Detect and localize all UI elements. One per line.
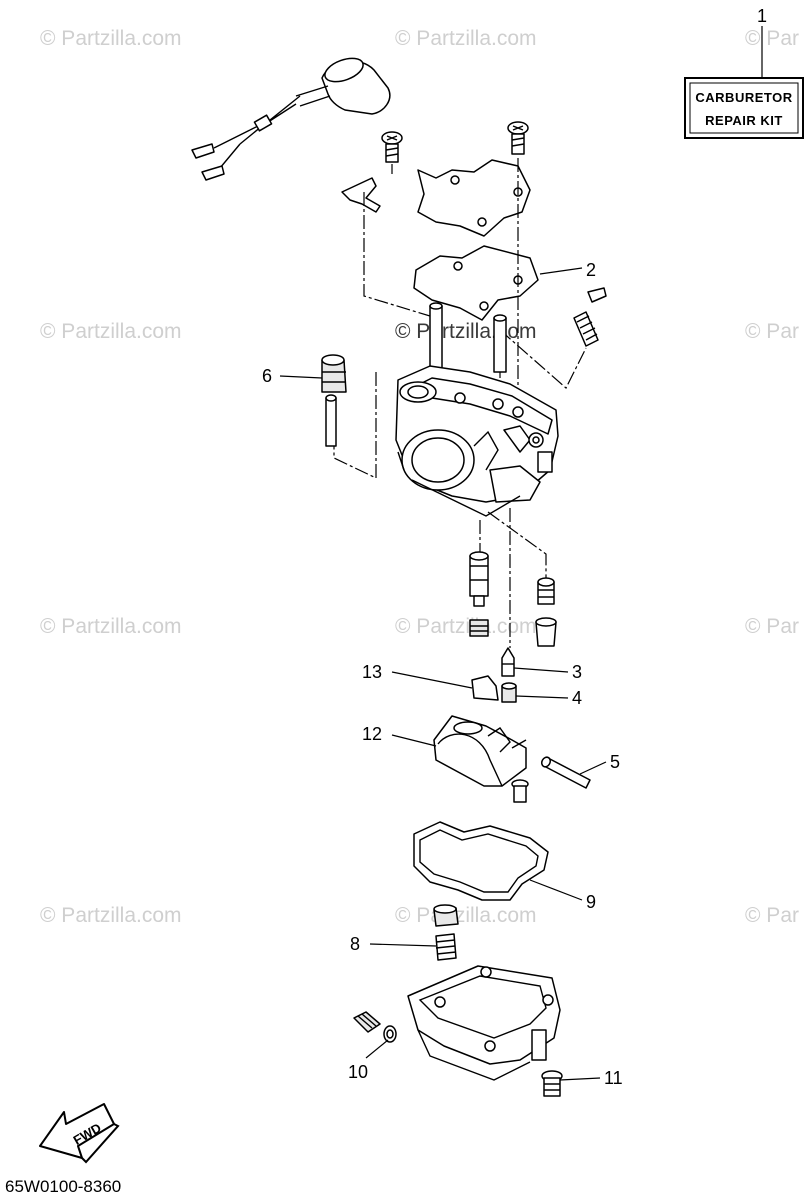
leader-line <box>529 879 583 901</box>
part-6-seat <box>321 354 347 447</box>
watermark: © Par <box>745 904 799 927</box>
part-11-screw <box>541 1070 563 1097</box>
pilot-jet <box>535 577 557 647</box>
leader-line <box>391 734 437 747</box>
callout-9: 9 <box>586 892 596 912</box>
fwd-arrow: FWD <box>39 1103 120 1164</box>
watermark: © Partzilla.com <box>40 615 182 638</box>
watermark: © Par <box>745 320 799 343</box>
cover-plate <box>417 159 531 237</box>
part-5-float-pin <box>541 756 591 789</box>
callout-8: 8 <box>350 934 360 954</box>
leader-line <box>539 267 583 275</box>
watermark: © Partzilla.com <box>40 320 182 343</box>
part-12-float <box>433 715 527 787</box>
callout-12: 12 <box>362 724 382 744</box>
callout-4: 4 <box>572 688 582 708</box>
part-13-clip <box>471 675 499 701</box>
kit-box-outer <box>684 77 804 139</box>
callout-10: 10 <box>348 1062 368 1082</box>
part-3-needle-valve <box>501 647 515 677</box>
callout-3: 3 <box>572 662 582 682</box>
kit-label-box: 1 CARBURETOR REPAIR KIT <box>684 6 804 139</box>
kit-box-inner <box>689 82 799 134</box>
part-10-drain-screw <box>353 1011 397 1043</box>
watermark: © Par <box>745 27 799 50</box>
kit-label-line2: REPAIR KIT <box>705 113 783 128</box>
callout-2: 2 <box>586 260 596 280</box>
leader-line <box>515 695 569 699</box>
main-jet-holder <box>469 551 489 637</box>
watermark: © Partzilla.com <box>395 615 537 638</box>
gasket-upper <box>413 245 539 321</box>
watermark: © Partzilla.com <box>395 904 537 927</box>
callout-13: 13 <box>362 662 382 682</box>
watermark: © Partzilla.com <box>40 904 182 927</box>
clip-bracket <box>341 177 381 213</box>
body-pins <box>429 302 507 373</box>
pilot-screw-spring <box>573 287 607 347</box>
diagram-code: 65W0100-8360 <box>5 1177 121 1196</box>
watermark: © Partzilla.com <box>40 27 182 50</box>
screw-top-right <box>507 121 529 155</box>
watermarks: © Partzilla.com © Partzilla.com © Par © … <box>40 27 799 927</box>
callout-1: 1 <box>757 6 767 26</box>
screw-small-top <box>381 131 403 163</box>
callout-11: 11 <box>604 1068 623 1088</box>
leader-line <box>513 667 569 673</box>
part-8-spring <box>433 904 459 961</box>
leader-line <box>559 1077 601 1081</box>
leader-line <box>369 943 437 947</box>
leader-line <box>579 761 607 775</box>
part-9-gasket <box>413 821 549 901</box>
callout-5: 5 <box>610 752 620 772</box>
leader-line <box>279 375 323 379</box>
carburetor-body <box>395 365 559 517</box>
float-chamber-bowl <box>407 965 561 1081</box>
leader-line <box>365 1039 389 1059</box>
leader-line <box>391 671 473 689</box>
watermark: © Partzilla.com <box>395 320 537 343</box>
watermark: © Partzilla.com <box>395 27 537 50</box>
callout-6: 6 <box>262 366 272 386</box>
fuel-joint-elbow <box>191 57 391 181</box>
watermark: © Par <box>745 615 799 638</box>
kit-label-line1: CARBURETOR <box>695 90 792 105</box>
part-4-seat <box>501 682 517 703</box>
screw-float <box>511 779 529 803</box>
